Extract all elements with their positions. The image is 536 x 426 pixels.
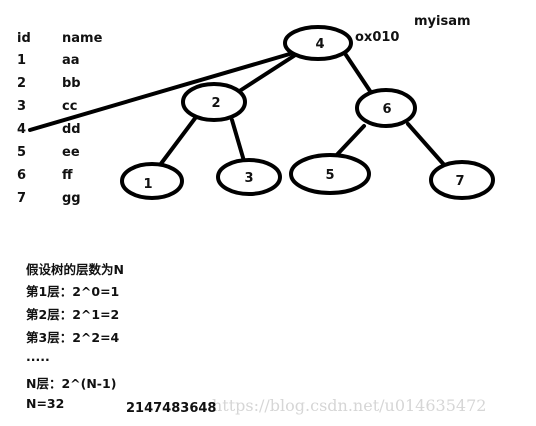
tree-node-label: 7 (455, 174, 464, 189)
watermark: https://blog.csdn.net/u014635472 (212, 396, 487, 415)
tree-node (429, 160, 495, 200)
table-cell-id: 5 (17, 145, 27, 160)
table-cell-id: 4 (17, 122, 27, 137)
note-line: 假设树的层数为N (26, 262, 124, 277)
result-value: 2147483648 (126, 401, 217, 416)
table-cell-name: ee (62, 145, 80, 160)
table-cell-name: bb (62, 76, 81, 91)
tree-node-label: 6 (382, 102, 391, 117)
engine-label: myisam (414, 14, 471, 29)
table-cell-id: 1 (17, 53, 27, 68)
table-cell-name: cc (62, 99, 78, 114)
edge-2-3 (230, 118, 246, 163)
edge-4-6 (342, 50, 374, 96)
note-line: 第3层：2^2=4 (26, 330, 120, 345)
table-cell-name: ff (62, 168, 73, 183)
note-line: N=32 (26, 396, 65, 411)
note-line: 第2层：2^1=2 (26, 307, 120, 322)
table-cell-name: dd (62, 122, 81, 137)
table-cell-id: 7 (17, 191, 27, 206)
tree-node-label: 3 (244, 171, 253, 186)
tree-node-label: 2 (211, 96, 220, 111)
pointer-line (28, 46, 312, 132)
edge-6-7 (406, 122, 448, 169)
edge-4-2 (236, 50, 302, 94)
table-cell-name: aa (62, 53, 80, 68)
table-cell-id: 3 (17, 99, 27, 114)
tree-node (355, 88, 417, 128)
tree-node-label: 1 (143, 177, 152, 192)
tree-node (181, 82, 247, 122)
table-cell-name: gg (62, 191, 81, 206)
address-label: ox010 (355, 30, 400, 45)
tree-node-label: 4 (315, 37, 324, 52)
edge-2-1 (158, 115, 198, 167)
note-line: ..... (26, 349, 50, 364)
note-line: 第1层：2^0=1 (26, 284, 120, 299)
table-cell-id: 6 (17, 168, 27, 183)
tree-node-label: 5 (325, 168, 334, 183)
table-header-name: name (62, 31, 103, 46)
note-line: N层：2^(N-1) (26, 376, 117, 391)
tree-node (120, 162, 184, 200)
tree-node (216, 158, 282, 196)
tree-node (289, 153, 371, 195)
table-cell-id: 2 (17, 76, 27, 91)
table-header-id: id (17, 31, 31, 46)
tree-node (283, 25, 353, 61)
